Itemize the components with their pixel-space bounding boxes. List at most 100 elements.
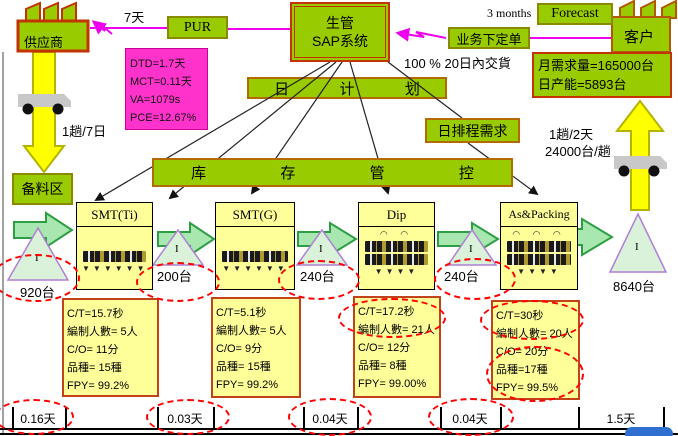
machine-icons: ◠ ◠ ◠▼▼▼▼ (501, 227, 577, 277)
wait-time: 0.03天 (167, 412, 203, 426)
metrics-box: DTD=1.7天 MCT=0.11天 VA=1079s PCE=12.67% (125, 48, 208, 130)
daily-plan-char: 计 (339, 80, 355, 98)
prep-area-label: 备料区 (21, 181, 64, 197)
sap-line1: 生管 (326, 15, 354, 31)
stat-line: 品種= 15種 (216, 361, 271, 373)
stat-line: C/O= 12分 (358, 342, 411, 354)
inventory-qty-incoming: 920台 (20, 285, 55, 300)
timeline-bottom-line (0, 433, 678, 435)
daily-capacity: 日产能=5893台 (538, 77, 627, 92)
metric-pce: PCE=12.67% (130, 112, 197, 124)
daily-schedule-demand-box: 日排程需求 (425, 118, 520, 143)
timeline-tick (578, 407, 580, 429)
process-title: SMT(G) (216, 203, 294, 227)
timeline-tick (65, 407, 67, 429)
process-box-dip: Dip ◠ ◠▼▼▼▼ (358, 202, 435, 290)
timeline-tick (440, 407, 442, 429)
inventory-symbol: I (175, 243, 179, 255)
wait-time: 1.5天 (606, 412, 636, 426)
process-box-smt-g: SMT(G) ▼▼▼▼▼▼ (215, 202, 295, 290)
stat-line: C/O= 11分 (67, 344, 119, 356)
wait-time: 0.04天 (452, 412, 488, 426)
sap-system-box: 生管 SAP系统 (290, 2, 390, 62)
wait-time: 0.04天 (312, 412, 348, 426)
inventory-control-char: 存 (280, 165, 296, 182)
wait-time: 0.16天 (20, 412, 56, 426)
stat-line: 編制人數= 21人 (358, 324, 435, 336)
prep-area-box: 备料区 (12, 173, 73, 205)
timeline-tick (12, 407, 14, 429)
truck-icon (18, 94, 71, 115)
process-box-smt-ti: SMT(Ti) ▼▼▼▼▼▼ (76, 202, 153, 290)
timeline-tick (303, 407, 305, 429)
zigzag-arrow-icon (91, 20, 113, 35)
stat-line: C/T=15.7秒 (67, 308, 124, 320)
stat-line: FPY= 99.5% (496, 382, 559, 394)
daily-schedule-demand-label: 日排程需求 (437, 122, 508, 139)
stat-line: 品種= 15種 (67, 362, 122, 374)
machine-icons: ◠ ◠▼▼▼▼ (359, 227, 434, 277)
stat-line: C/T=17.2秒 (358, 306, 415, 318)
inventory-qty-finished: 8640台 (613, 279, 655, 294)
stat-line: C/O= 20分 (496, 346, 549, 358)
zigzag-arrow-icon (395, 27, 447, 42)
purchasing-box: PUR (167, 16, 228, 39)
customer-factory-icon (611, 0, 677, 53)
inventory-symbol: I (35, 252, 39, 264)
inventory-control-char: 控 (458, 165, 474, 182)
stat-line: 編制人數= 5人 (216, 325, 287, 337)
inventory-control-char: 库 (191, 165, 207, 182)
timeline-tick (500, 407, 502, 429)
stat-line: 編制人數= 5人 (67, 326, 138, 338)
stat-line: C/T=30秒 (496, 310, 544, 322)
data-box-smt-ti: C/T=15.7秒 編制人數= 5人 C/O= 11分 品種= 15種 FPY=… (62, 298, 159, 397)
machine-icons: ▼▼▼▼▼▼ (77, 227, 152, 274)
monthly-demand: 月需求量=165000台 (538, 58, 654, 73)
delivery-terms-note: 100 % 20日內交貨 (404, 56, 511, 71)
truck-icon (614, 156, 667, 177)
inventory-qty: 240台 (444, 269, 479, 284)
inventory-control-char: 管 (369, 165, 385, 182)
receive-frequency: 1趟/7日 (62, 124, 107, 139)
ship-quantity: 24000台/趟 (545, 144, 611, 159)
timeline-tick (357, 407, 359, 429)
sap-line2: SAP系统 (311, 33, 368, 49)
timeline-tick (213, 407, 215, 429)
purchasing-label: PUR (183, 19, 212, 35)
supplier-factory-icon (16, 1, 90, 53)
stat-line: 編制人數= 20人 (496, 328, 573, 340)
forecast-box: Forecast (537, 3, 613, 25)
ship-frequency: 1趟/2天 (549, 127, 594, 142)
bottom-blue-shape (625, 427, 673, 436)
stat-line: C/T=5.1秒 (216, 307, 267, 319)
process-title: As&Packing (501, 203, 577, 227)
supplier-transit-time: 7天 (124, 10, 145, 25)
forecast-period: 3 months (487, 6, 532, 20)
demand-box: 月需求量=165000台 日产能=5893台 (532, 52, 672, 98)
outbound-transport-arrow (614, 99, 666, 211)
inventory-symbol: I (635, 241, 639, 253)
process-title: Dip (359, 203, 434, 227)
supplier-label: 供应商 (24, 35, 64, 50)
inventory-qty: 240台 (300, 269, 335, 284)
info-flow-lines (90, 20, 612, 42)
metric-dtd: DTD=1.7天 (130, 58, 186, 70)
timeline-line (0, 428, 670, 430)
stat-line: FPY= 99.2% (67, 380, 130, 392)
timeline-tick (157, 407, 159, 429)
metric-va: VA=1079s (130, 94, 181, 106)
inventory-symbol: I (469, 243, 473, 255)
stat-line: 品種= 8種 (358, 360, 407, 372)
stat-line: FPY= 99.2% (216, 379, 279, 391)
inventory-symbol: I (319, 243, 323, 255)
order-entry-label: 业务下定单 (456, 31, 522, 47)
stat-line: FPY= 99.00% (358, 378, 427, 390)
stat-line: 品種=17種 (496, 364, 548, 376)
stat-line: C/O= 9分 (216, 343, 263, 355)
process-title: SMT(Ti) (77, 203, 152, 227)
timeline-tick (663, 407, 665, 429)
data-box-dip: C/T=17.2秒 編制人數= 21人 C/O= 12分 品種= 8種 FPY=… (353, 296, 441, 398)
inventory-qty: 200台 (157, 269, 192, 284)
customer-label: 客户 (624, 29, 655, 46)
